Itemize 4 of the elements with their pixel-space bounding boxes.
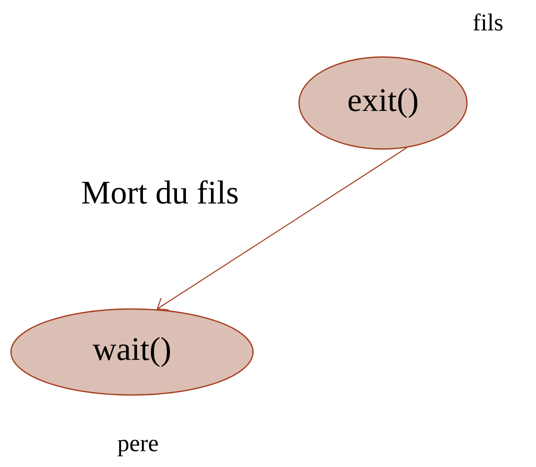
arrow xyxy=(156,147,408,310)
edge-label: Mort du fils xyxy=(82,180,238,204)
node-label: pere xyxy=(118,440,158,456)
node-label: fils xyxy=(473,13,502,31)
